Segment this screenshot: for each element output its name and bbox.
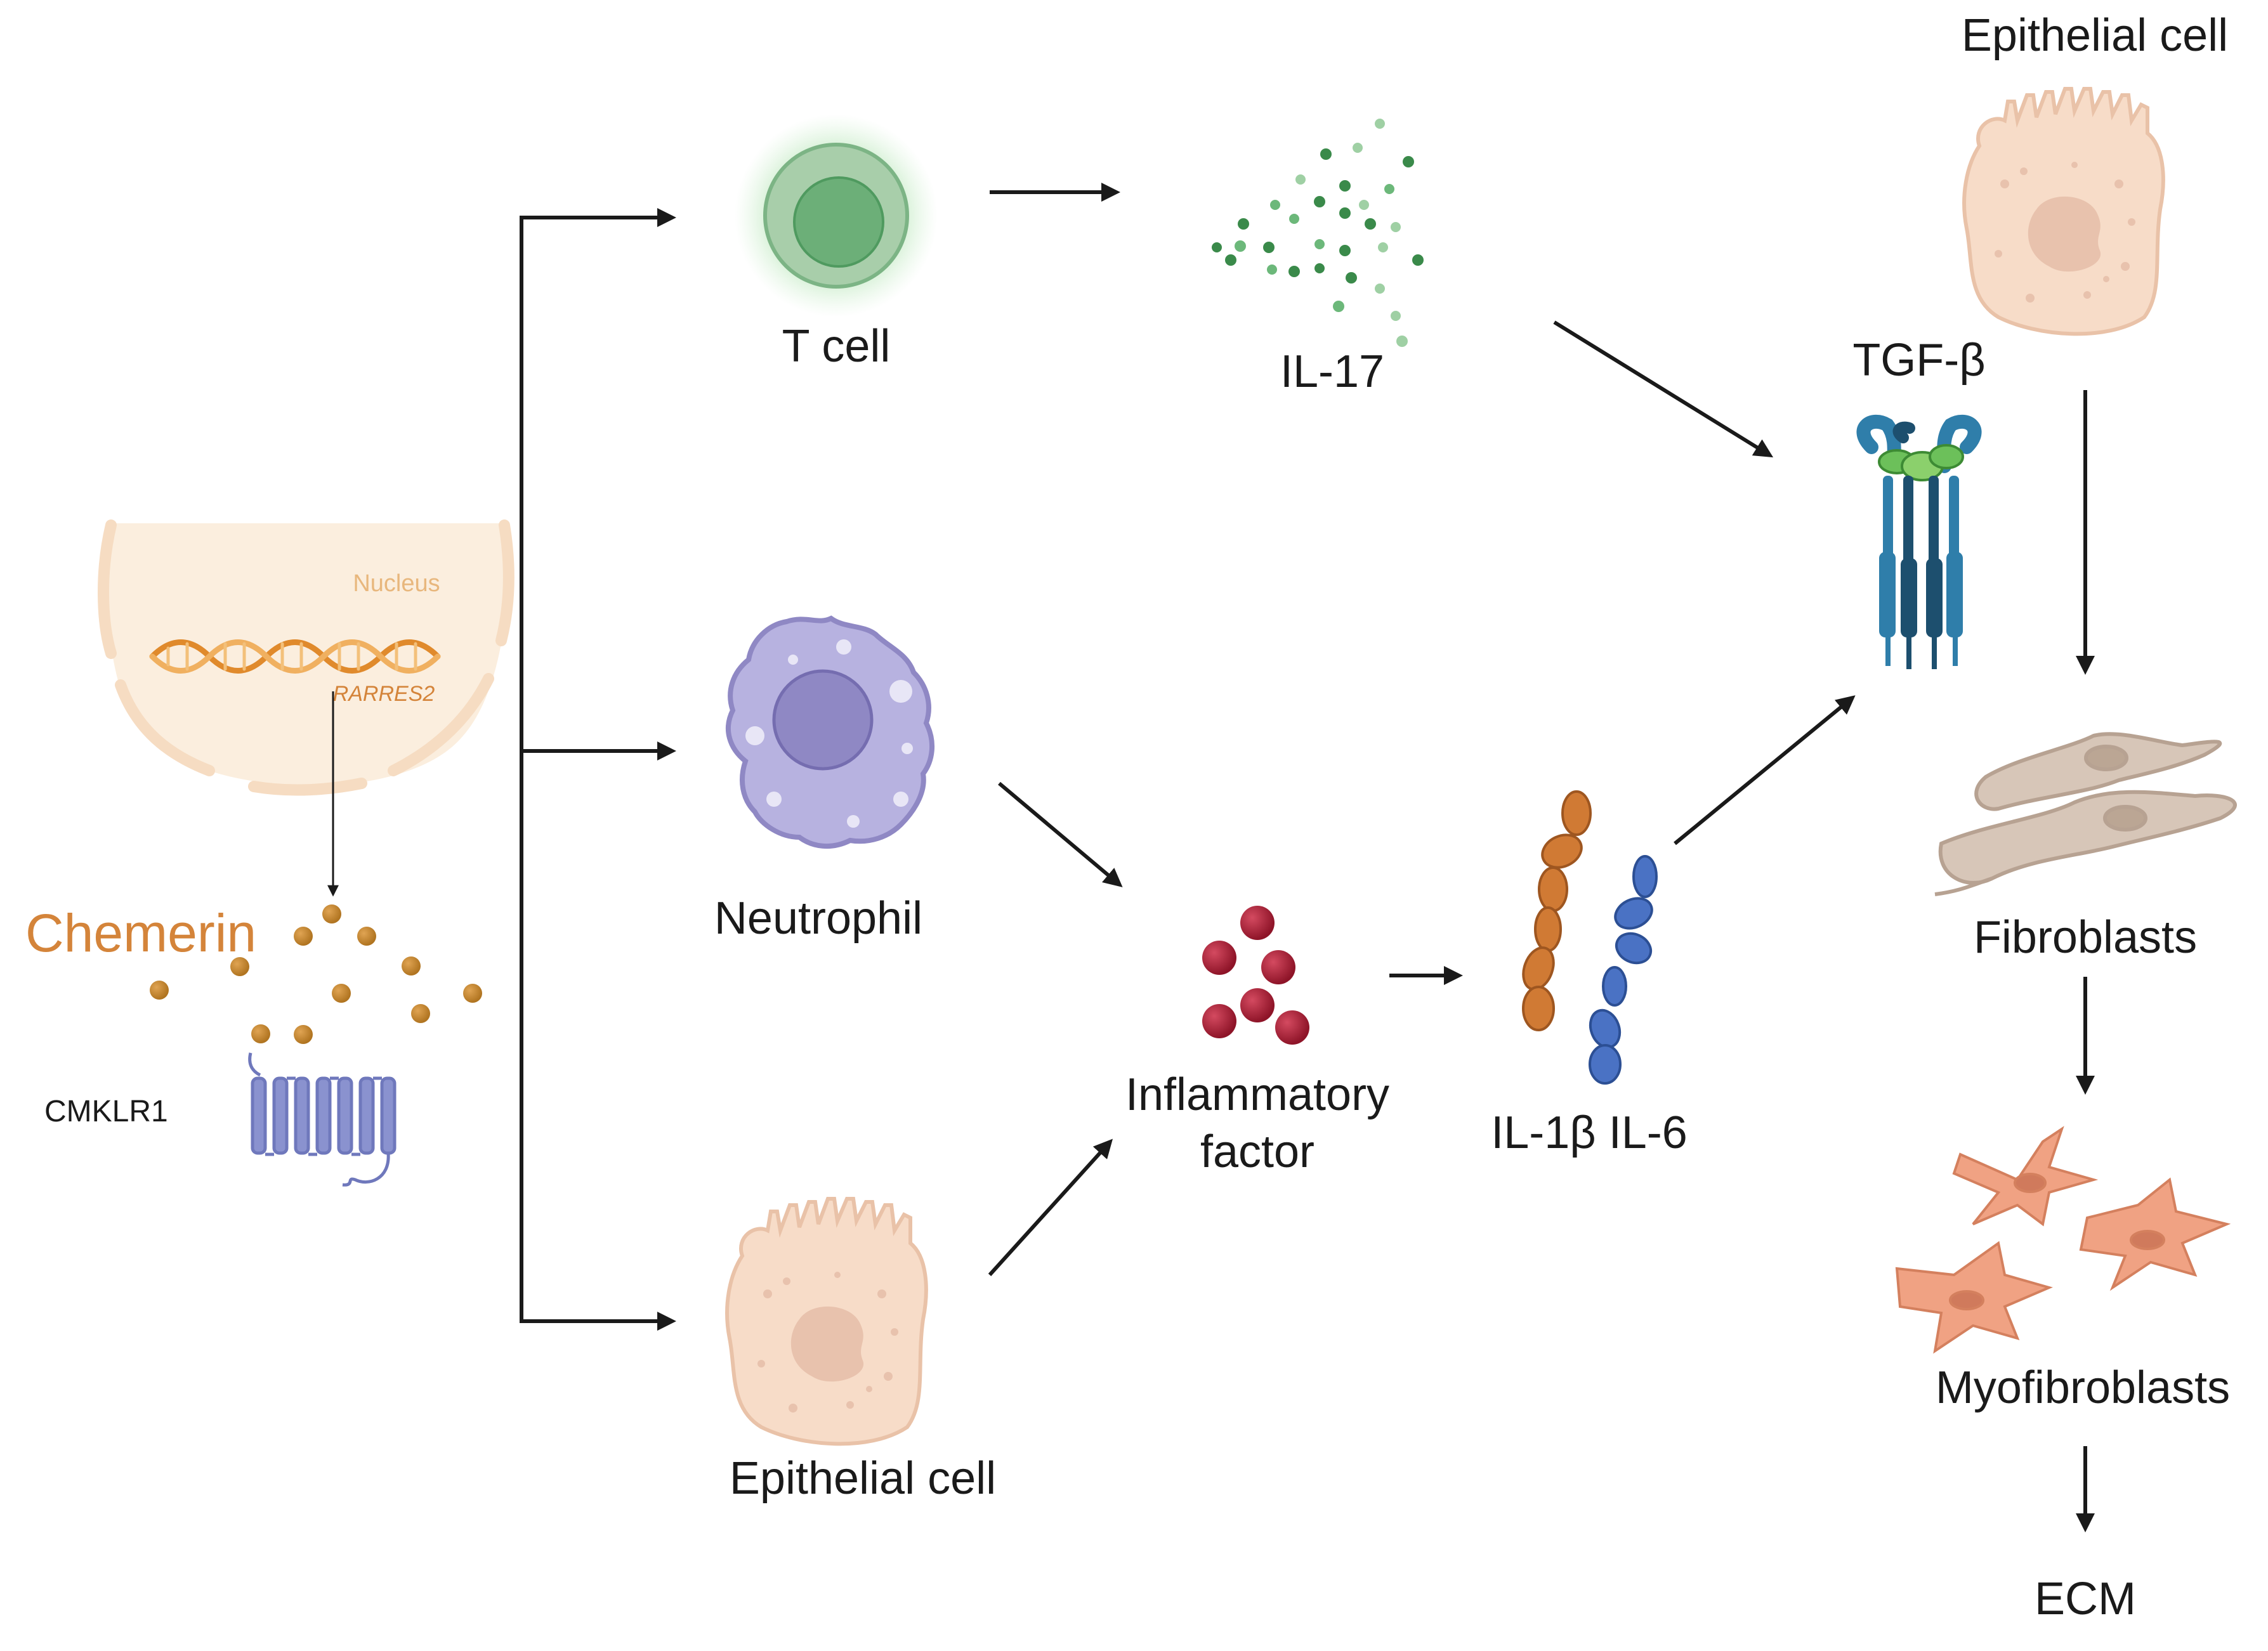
cmklr1-label: CMKLR1 <box>44 1095 168 1128</box>
neutrophil-to-inflammatory-arrow <box>998 781 1123 887</box>
il1b-il6-icon <box>1522 790 1658 1085</box>
epithelial-cell-icon <box>1964 89 2163 334</box>
nucleus-icon <box>98 519 515 796</box>
inflammatory-label-line2: factor <box>1200 1126 1314 1177</box>
inflammatory-factor-icon <box>1202 906 1309 1045</box>
fibroblasts-label: Fibroblasts <box>1974 912 2197 963</box>
myofibroblasts-label: Myofibroblasts <box>1936 1362 2230 1413</box>
epithelial-cell-icon <box>727 1199 926 1444</box>
il-to-tgfb-arrow <box>1674 695 1856 845</box>
ecm-label: ECM <box>2035 1574 2136 1624</box>
il1b-il6-label: IL-1β IL-6 <box>1491 1107 1688 1158</box>
il17-dots-icon <box>1212 119 1424 347</box>
epithelial-right-label: Epithelial cell <box>1962 10 2228 61</box>
cmklr1-receptor-icon <box>248 1052 397 1187</box>
neutrophil-icon <box>725 615 935 849</box>
tgfb-label: TGF-β <box>1852 335 1985 386</box>
inflammatory-label-line1: Inflammatory <box>1125 1069 1389 1120</box>
t-cell-label: T cell <box>782 321 891 372</box>
dna-icon <box>149 639 441 674</box>
chemerin-ball-icon <box>150 904 482 1044</box>
epithelial-to-inflammatory-arrow <box>988 1139 1113 1277</box>
tgf-beta-receptor-icon <box>1856 415 1982 669</box>
neutrophil-label: Neutrophil <box>714 893 922 944</box>
branch-connector <box>520 208 676 1331</box>
gene-label: RARRES2 <box>333 682 435 706</box>
myofibroblast-icon <box>1895 1126 2231 1354</box>
t-cell-icon <box>735 114 938 317</box>
nucleus-label: Nucleus <box>353 570 440 597</box>
il17-to-tgfb-arrow <box>1553 320 1774 458</box>
fibroblast-icon <box>1934 732 2237 896</box>
epithelial-left-label: Epithelial cell <box>730 1453 996 1504</box>
il17-label: IL-17 <box>1280 346 1384 397</box>
chemerin-label: Chemerin <box>25 903 256 963</box>
